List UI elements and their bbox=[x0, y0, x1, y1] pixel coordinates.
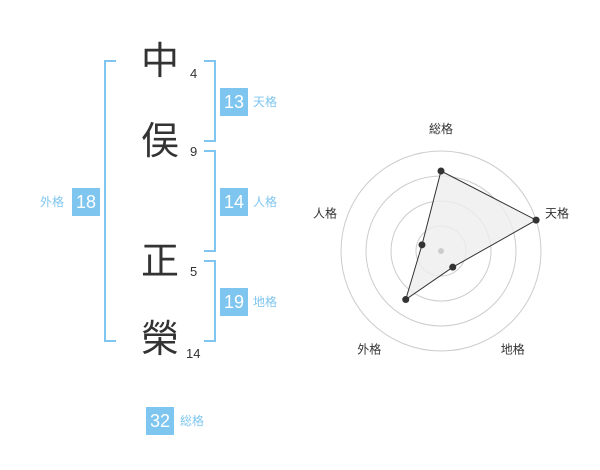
stroke-count-1: 4 bbox=[190, 66, 198, 81]
tenkaku-bracket bbox=[204, 60, 216, 142]
radar-axis-label-1: 総格 bbox=[429, 121, 453, 136]
gaikaku-label: 外格 bbox=[40, 195, 65, 209]
radar-point-2 bbox=[532, 216, 540, 224]
stroke-count-2: 9 bbox=[190, 144, 198, 159]
name-char-3: 正 bbox=[140, 239, 179, 283]
gaikaku-bracket bbox=[104, 60, 116, 342]
radar-axis-label-5: 人格 bbox=[313, 205, 337, 220]
radar-polygon bbox=[404, 170, 538, 301]
radar-ring-4 bbox=[340, 150, 542, 352]
soukaku-score: 32 bbox=[146, 407, 174, 435]
jinkaku-score: 14 bbox=[220, 188, 248, 216]
radar-center bbox=[438, 248, 444, 254]
radar-point-5 bbox=[418, 241, 426, 249]
tenkaku-label: 天格 bbox=[253, 95, 278, 109]
chikaku-label: 地格 bbox=[253, 295, 278, 309]
name-char-4: 榮 bbox=[140, 317, 179, 361]
name-char-1: 中 bbox=[140, 39, 179, 83]
radar-axis-label-2: 天格 bbox=[545, 205, 569, 220]
jinkaku-bracket bbox=[204, 150, 216, 252]
stroke-count-3: 5 bbox=[190, 264, 198, 279]
radar-axis-label-3: 地格 bbox=[501, 342, 525, 357]
gaikaku-score: 18 bbox=[72, 188, 100, 216]
chikaku-score: 19 bbox=[220, 288, 248, 316]
radar-point-3 bbox=[449, 263, 457, 271]
radar-axis-label-4: 外格 bbox=[357, 342, 381, 357]
stroke-count-4: 14 bbox=[186, 346, 201, 361]
chikaku-bracket bbox=[204, 260, 216, 342]
jinkaku-label: 人格 bbox=[253, 195, 278, 209]
name-char-2: 俣 bbox=[140, 119, 179, 163]
radar-point-1 bbox=[437, 167, 445, 175]
tenkaku-score: 13 bbox=[220, 88, 248, 116]
radar-point-4 bbox=[402, 296, 410, 304]
soukaku-label: 総格 bbox=[180, 414, 205, 428]
